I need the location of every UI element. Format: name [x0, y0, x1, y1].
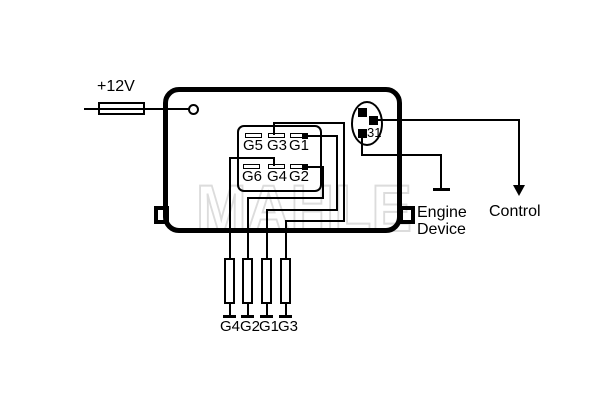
wire-g2 — [322, 166, 324, 199]
wire-g1 — [266, 209, 338, 211]
mounting-tab-left — [154, 206, 169, 224]
wire-g3 — [273, 122, 345, 124]
power-terminal-circle — [188, 104, 199, 115]
wire-g3 — [343, 122, 345, 222]
pin-label-g2: G2 — [289, 168, 310, 185]
control-label: Control — [489, 203, 541, 220]
wire-g3 — [285, 220, 287, 259]
glow-plug-label-g4: G4 — [220, 318, 241, 335]
glow-plug-lead — [247, 303, 249, 316]
power-feed-wire — [84, 108, 189, 110]
pin-label-g6: G6 — [242, 168, 263, 185]
wire-g2 — [247, 197, 324, 199]
engine-device-label: Engine Device — [417, 204, 467, 238]
wire-g1 — [308, 135, 338, 137]
round-connector-pin-right — [369, 116, 378, 125]
wire-g2 — [308, 166, 324, 168]
engine-device-wire — [440, 154, 442, 189]
glow-plug-lead — [229, 303, 231, 316]
relay-housing — [163, 87, 402, 233]
wire-g4 — [229, 157, 275, 159]
wire-g3 — [273, 123, 275, 135]
engine-device-label-line2: Device — [417, 221, 466, 238]
glow-plug-lead — [285, 303, 287, 316]
wire-g1 — [266, 209, 268, 259]
power-supply-label: +12V — [97, 78, 135, 95]
pin-label-g3: G3 — [267, 137, 288, 154]
mounting-tab-right — [399, 206, 415, 224]
engine-device-wire — [361, 154, 442, 156]
glow-plug-terminal — [260, 315, 273, 318]
glow-plug-g1 — [261, 258, 272, 304]
control-wire — [518, 119, 520, 187]
round-connector-pin-top — [358, 108, 367, 117]
glow-plug-terminal — [241, 315, 254, 318]
glow-plug-label-g2: G2 — [240, 318, 261, 335]
pin-label-g5: G5 — [243, 137, 264, 154]
wire-g4 — [229, 157, 231, 259]
pin-label-g1: G1 — [289, 137, 310, 154]
round-connector — [351, 101, 383, 146]
glow-plug-label-g3: G3 — [278, 318, 299, 335]
ground-symbol — [433, 188, 450, 191]
pin-contact-g1 — [302, 133, 308, 139]
pin-contact-g2 — [302, 164, 308, 170]
engine-device-wire — [361, 137, 363, 156]
pin-bar-g6 — [243, 164, 260, 169]
glow-plug-g3 — [280, 258, 291, 304]
wire-g2 — [247, 197, 249, 259]
pin-bar-g3 — [268, 133, 285, 138]
engine-device-label-line1: Engine — [417, 204, 467, 221]
glow-plug-terminal — [223, 315, 236, 318]
control-wire — [377, 119, 520, 121]
wire-g1 — [336, 135, 338, 211]
wire-g3 — [285, 220, 345, 222]
pin-31-label: 31 — [367, 125, 382, 140]
wire-g4 — [273, 157, 275, 166]
glow-plug-g4 — [224, 258, 235, 304]
glow-plug-lead — [266, 303, 268, 316]
pin-label-g4: G4 — [267, 168, 288, 185]
glow-plug-g2 — [242, 258, 253, 304]
round-connector-pin-31 — [358, 129, 367, 138]
glow-plug-terminal — [279, 315, 292, 318]
control-arrow — [513, 185, 525, 196]
glow-plug-label-g1: G1 — [259, 318, 280, 335]
pin-bar-g5 — [245, 133, 262, 138]
pin-bar-g4 — [268, 164, 285, 169]
fuse — [98, 102, 145, 115]
